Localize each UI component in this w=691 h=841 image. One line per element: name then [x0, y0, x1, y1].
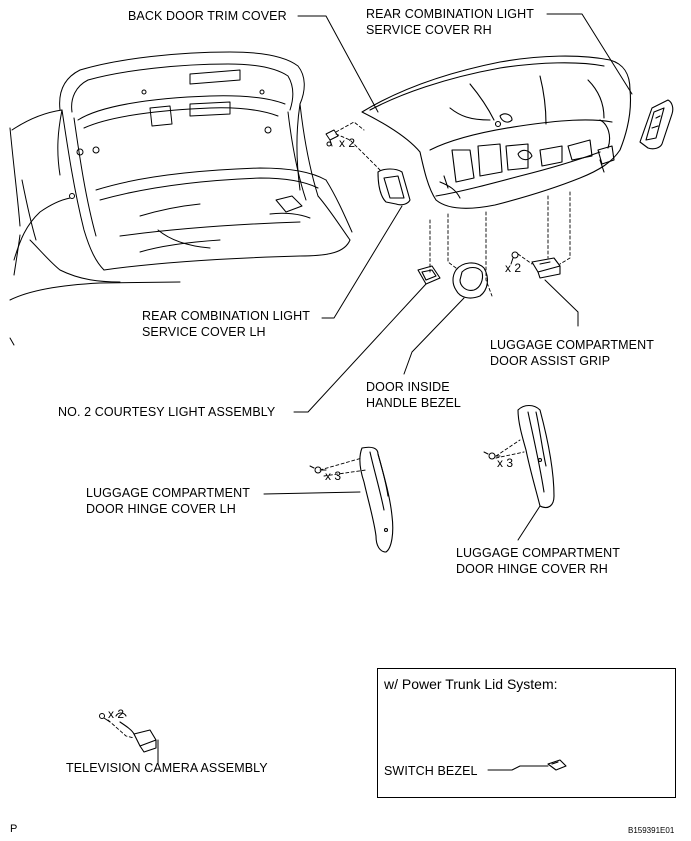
qty-trim-clips: x 2 — [339, 136, 356, 150]
page-mark: P — [10, 823, 18, 835]
courtesy-light-part — [417, 265, 441, 285]
label-switch-bezel: SWITCH BEZEL — [384, 764, 478, 778]
back-door-trim-cover-part — [361, 55, 632, 209]
door-inside-handle-bezel-part — [452, 262, 489, 299]
rear-light-service-cover-rh-part — [639, 99, 674, 150]
label-rear-light-cover-lh-line2: SERVICE COVER LH — [142, 325, 266, 339]
grip-screw-icon — [510, 251, 519, 265]
label-handle-bezel-line2: HANDLE BEZEL — [366, 396, 461, 410]
assembly-dashed-lines — [107, 121, 571, 739]
label-assist-grip-line2: DOOR ASSIST GRIP — [490, 354, 611, 368]
switch-bezel-part — [547, 759, 567, 771]
label-assist-grip-line1: LUGGAGE COMPARTMENT — [490, 338, 654, 352]
qty-camera-screws: x 2 — [108, 707, 125, 721]
hinge-rh-clip-icon — [483, 451, 501, 460]
label-hinge-cover-rh-line2: DOOR HINGE COVER RH — [456, 562, 608, 576]
trim-clip-icon — [325, 129, 339, 147]
figure-code: B159391E01 — [628, 826, 675, 835]
label-camera: TELEVISION CAMERA ASSEMBLY — [66, 761, 268, 775]
hinge-lh-clip-icon — [309, 465, 327, 474]
leader-lines — [157, 13, 633, 771]
assist-grip-part — [531, 257, 561, 279]
power-trunk-lid-inset — [377, 668, 676, 798]
vehicle-body-illustration — [9, 51, 353, 346]
label-hinge-cover-lh-line1: LUGGAGE COMPARTMENT — [86, 486, 250, 500]
label-rear-light-cover-rh-line1: REAR COMBINATION LIGHT — [366, 7, 534, 21]
label-back-door-trim-cover: BACK DOOR TRIM COVER — [128, 9, 287, 23]
qty-hinge-lh-clips: x 3 — [325, 469, 342, 483]
qty-grip-screws: x 2 — [505, 261, 522, 275]
label-hinge-cover-lh-line2: DOOR HINGE COVER LH — [86, 502, 236, 516]
label-courtesy-light: NO. 2 COURTESY LIGHT ASSEMBLY — [58, 405, 276, 419]
inset-title: w/ Power Trunk Lid System: — [384, 676, 558, 692]
label-hinge-cover-rh-line1: LUGGAGE COMPARTMENT — [456, 546, 620, 560]
hinge-cover-rh-part — [517, 404, 555, 509]
hinge-cover-lh-part — [359, 446, 394, 553]
rear-light-service-cover-lh-part — [377, 168, 411, 206]
label-handle-bezel-line1: DOOR INSIDE — [366, 380, 450, 394]
label-rear-light-cover-lh-line1: REAR COMBINATION LIGHT — [142, 309, 310, 323]
label-rear-light-cover-rh-line2: SERVICE COVER RH — [366, 23, 492, 37]
television-camera-part — [115, 712, 157, 753]
qty-hinge-rh-clips: x 3 — [497, 456, 514, 470]
